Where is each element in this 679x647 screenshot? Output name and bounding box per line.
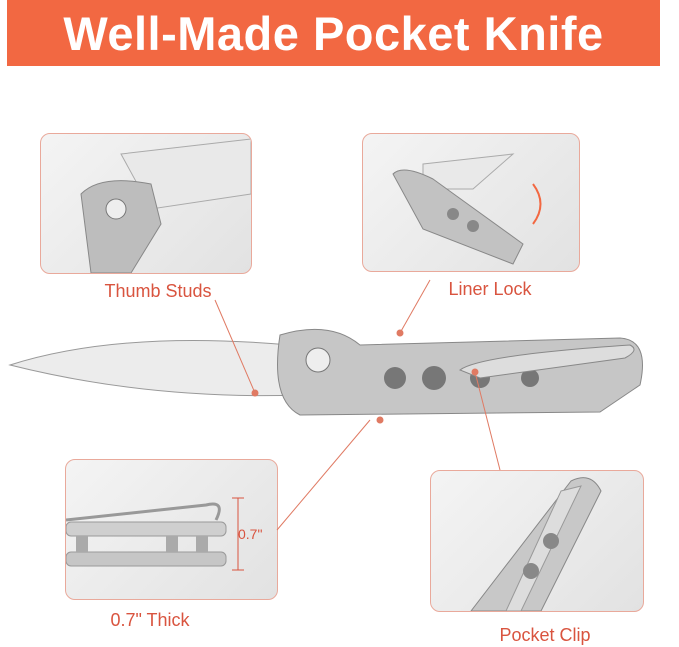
thickness-label: 0.7" Thick	[110, 610, 190, 630]
liner-lock-detail-image	[362, 133, 580, 272]
pocket-clip-detail-image	[430, 470, 644, 612]
liner-lock-label: Liner Lock	[448, 279, 532, 299]
thickness-detail-image: 0.7"	[65, 459, 278, 600]
thumb-studs-detail-image	[40, 133, 252, 274]
title-banner: Well-Made Pocket Knife	[7, 0, 660, 66]
thumb-studs-label: Thumb Studs	[104, 281, 212, 301]
thickness-dimension: 0.7"	[238, 526, 263, 542]
pocket-clip-label: Pocket Clip	[499, 625, 591, 645]
title: Well-Made Pocket Knife	[63, 6, 604, 60]
